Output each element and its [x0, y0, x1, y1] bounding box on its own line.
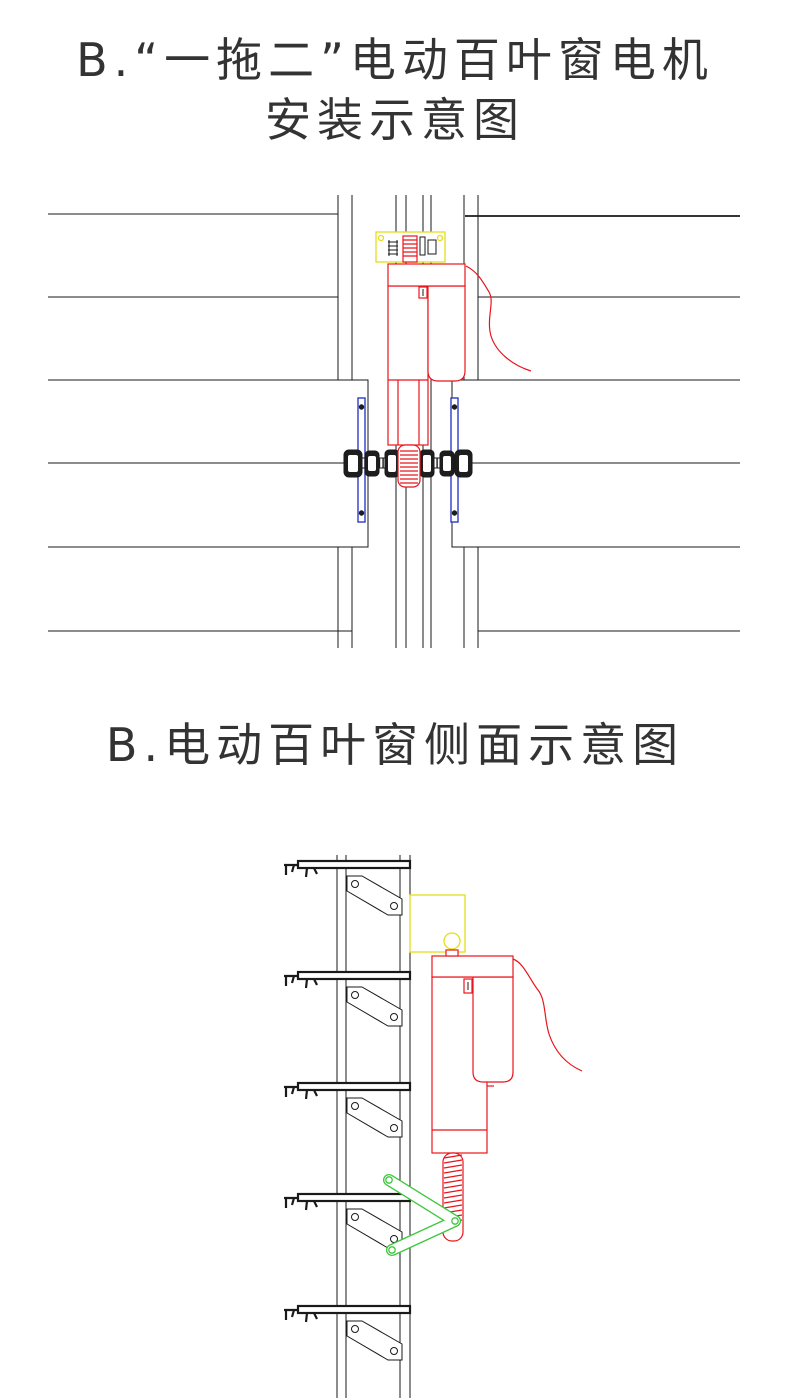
side-view-diagram	[282, 855, 583, 1398]
motor-housing	[427, 285, 466, 382]
louver-blade	[282, 1192, 412, 1250]
bracket-hole	[377, 234, 385, 242]
linear-actuator-motor	[387, 263, 466, 488]
plate-screw	[358, 510, 365, 516]
linkage-pivot	[451, 1217, 459, 1225]
green-drive-linkage	[383, 1174, 461, 1256]
louver-blade	[282, 859, 412, 917]
clamp-slot	[368, 456, 376, 471]
bracket-spring	[388, 240, 398, 256]
motor-bracket	[375, 231, 446, 263]
louver-blade	[282, 970, 412, 1028]
linkage-arm-lower-fill	[387, 1216, 460, 1255]
install-title-line2: 安装示意图	[265, 93, 525, 147]
motor-end-cap	[431, 955, 514, 978]
install-title-line1: B.“一拖二”电动百叶窗电机	[76, 33, 714, 87]
linkage-pivot	[385, 1176, 393, 1184]
clamp-slot	[423, 455, 431, 472]
clamp-slot	[459, 455, 468, 472]
clamp-slot	[348, 455, 358, 472]
install-diagram	[48, 195, 740, 648]
plate-screw	[451, 510, 458, 516]
cap-connector	[445, 949, 459, 957]
louver-blade	[282, 1304, 412, 1362]
drive-coupling-assembly	[343, 449, 473, 478]
motor-housing	[472, 976, 514, 1083]
louver-blade	[282, 1081, 412, 1139]
bracket-block	[427, 239, 437, 255]
motor-end-cap	[387, 263, 466, 287]
side-view-title: B.电动百叶窗侧面示意图	[105, 718, 685, 772]
louver-blades	[282, 859, 412, 1362]
bracket-gear-teeth	[403, 239, 417, 257]
motor-power-cable	[512, 958, 583, 1072]
lead-screw-thread	[400, 450, 418, 484]
bracket-outline	[409, 894, 466, 953]
bracket-hole	[436, 234, 444, 242]
plate-screw	[358, 404, 365, 410]
left-louver-edges	[48, 213, 352, 632]
motor-body	[387, 285, 429, 446]
motor-power-cable	[465, 265, 532, 372]
linear-actuator-motor	[431, 949, 514, 1242]
right-louver-edges	[465, 215, 740, 632]
linkage-pivot	[388, 1246, 396, 1254]
clamp-slot	[388, 455, 396, 472]
bracket-block	[419, 236, 426, 256]
linkage-arm-upper-fill	[384, 1175, 460, 1226]
clamp-slot	[443, 456, 451, 471]
plate-screw	[451, 404, 458, 410]
bracket-pin	[443, 932, 461, 950]
motor-bracket	[409, 894, 466, 953]
